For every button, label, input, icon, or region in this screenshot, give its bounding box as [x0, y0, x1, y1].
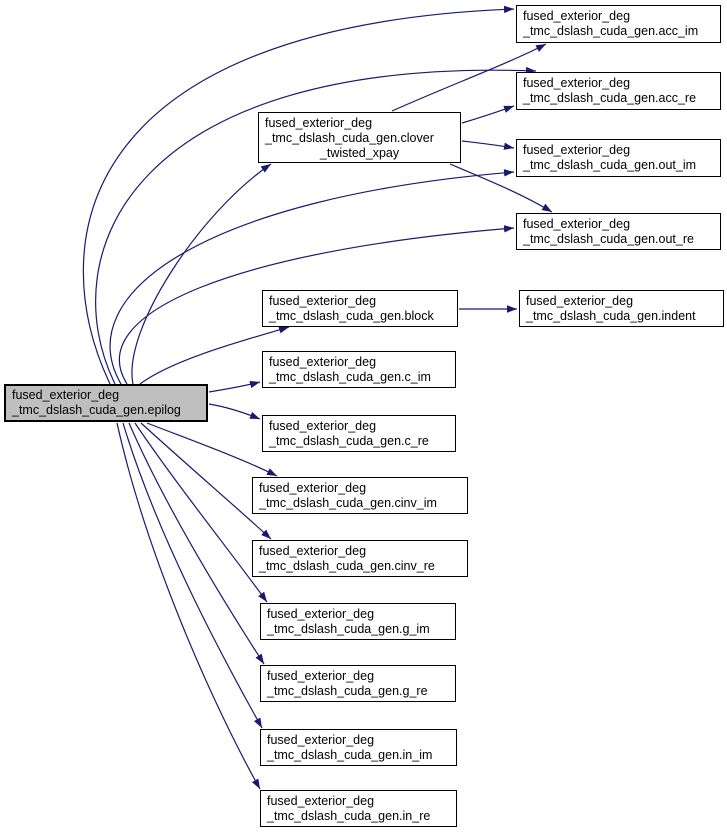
node-in-re-label: fused_exterior_deg_tmc_dslash_cuda_gen.i…: [267, 794, 431, 823]
node-acc-im[interactable]: fused_exterior_deg_tmc_dslash_cuda_gen.a…: [516, 5, 721, 43]
edge-epilog-c_im: [208, 381, 261, 393]
node-clover-twisted-xpay[interactable]: fused_exterior_deg_tmc_dslash_cuda_gen.c…: [258, 112, 461, 163]
edge-epilog-acc_im: [82, 5, 515, 385]
node-c-im[interactable]: fused_exterior_deg_tmc_dslash_cuda_gen.c…: [262, 351, 456, 388]
node-acc-im-label: fused_exterior_deg_tmc_dslash_cuda_gen.a…: [523, 9, 699, 38]
edge-clover-out_im: [461, 140, 515, 150]
node-in-im[interactable]: fused_exterior_deg_tmc_dslash_cuda_gen.i…: [260, 729, 457, 766]
node-acc-re[interactable]: fused_exterior_deg_tmc_dslash_cuda_gen.a…: [516, 72, 721, 110]
node-g-im-label: fused_exterior_deg_tmc_dslash_cuda_gen.g…: [267, 607, 430, 636]
node-g-re-label: fused_exterior_deg_tmc_dslash_cuda_gen.g…: [267, 669, 428, 698]
node-block[interactable]: fused_exterior_deg_tmc_dslash_cuda_gen.b…: [262, 290, 458, 327]
node-block-label: fused_exterior_deg_tmc_dslash_cuda_gen.b…: [269, 294, 434, 323]
edge-clover-acc_re: [461, 105, 515, 124]
node-indent[interactable]: fused_exterior_deg_tmc_dslash_cuda_gen.i…: [519, 290, 724, 327]
node-out-re[interactable]: fused_exterior_deg_tmc_dslash_cuda_gen.o…: [516, 213, 721, 250]
edge-epilog-clover_twisted_xpay: [131, 163, 272, 385]
node-out-re-label: fused_exterior_deg_tmc_dslash_cuda_gen.o…: [523, 217, 694, 246]
edge-epilog-g_im: [134, 422, 268, 603]
edge-epilog-in_im: [122, 422, 263, 729]
edge-epilog-in_re: [116, 422, 261, 790]
node-g-im[interactable]: fused_exterior_deg_tmc_dslash_cuda_gen.g…: [260, 603, 456, 640]
node-acc-re-label: fused_exterior_deg_tmc_dslash_cuda_gen.a…: [523, 76, 697, 105]
node-in-im-label: fused_exterior_deg_tmc_dslash_cuda_gen.i…: [267, 733, 433, 762]
edge-clover-acc_im: [391, 43, 547, 112]
node-indent-label: fused_exterior_deg_tmc_dslash_cuda_gen.i…: [526, 294, 696, 323]
node-g-re[interactable]: fused_exterior_deg_tmc_dslash_cuda_gen.g…: [260, 665, 456, 702]
edge-clover-out_re: [449, 163, 553, 213]
node-c-re-label: fused_exterior_deg_tmc_dslash_cuda_gen.c…: [269, 419, 429, 448]
node-in-re[interactable]: fused_exterior_deg_tmc_dslash_cuda_gen.i…: [260, 790, 457, 827]
edge-epilog-out_re: [118, 225, 515, 385]
edge-epilog-c_re: [208, 403, 261, 420]
edge-epilog-cinv_re: [140, 422, 272, 540]
node-cinv-im[interactable]: fused_exterior_deg_tmc_dslash_cuda_gen.c…: [252, 477, 468, 514]
node-epilog-label: fused_exterior_deg_tmc_dslash_cuda_gen.e…: [12, 388, 181, 417]
edge-epilog-acc_re: [95, 66, 537, 385]
node-c-im-label: fused_exterior_deg_tmc_dslash_cuda_gen.c…: [269, 355, 431, 384]
node-epilog[interactable]: fused_exterior_deg_tmc_dslash_cuda_gen.e…: [4, 384, 208, 422]
node-cinv-re-label: fused_exterior_deg_tmc_dslash_cuda_gen.c…: [259, 544, 435, 573]
edge-epilog-g_re: [128, 422, 265, 665]
node-clover-twisted-xpay-label: fused_exterior_deg_tmc_dslash_cuda_gen.c…: [265, 116, 434, 160]
node-cinv-re[interactable]: fused_exterior_deg_tmc_dslash_cuda_gen.c…: [252, 540, 468, 577]
edge-epilog-cinv_im: [146, 422, 278, 477]
edge-epilog-block: [139, 326, 290, 385]
node-c-re[interactable]: fused_exterior_deg_tmc_dslash_cuda_gen.c…: [262, 415, 456, 452]
node-out-im[interactable]: fused_exterior_deg_tmc_dslash_cuda_gen.o…: [516, 139, 721, 177]
node-out-im-label: fused_exterior_deg_tmc_dslash_cuda_gen.o…: [523, 143, 697, 172]
node-cinv-im-label: fused_exterior_deg_tmc_dslash_cuda_gen.c…: [259, 481, 437, 510]
